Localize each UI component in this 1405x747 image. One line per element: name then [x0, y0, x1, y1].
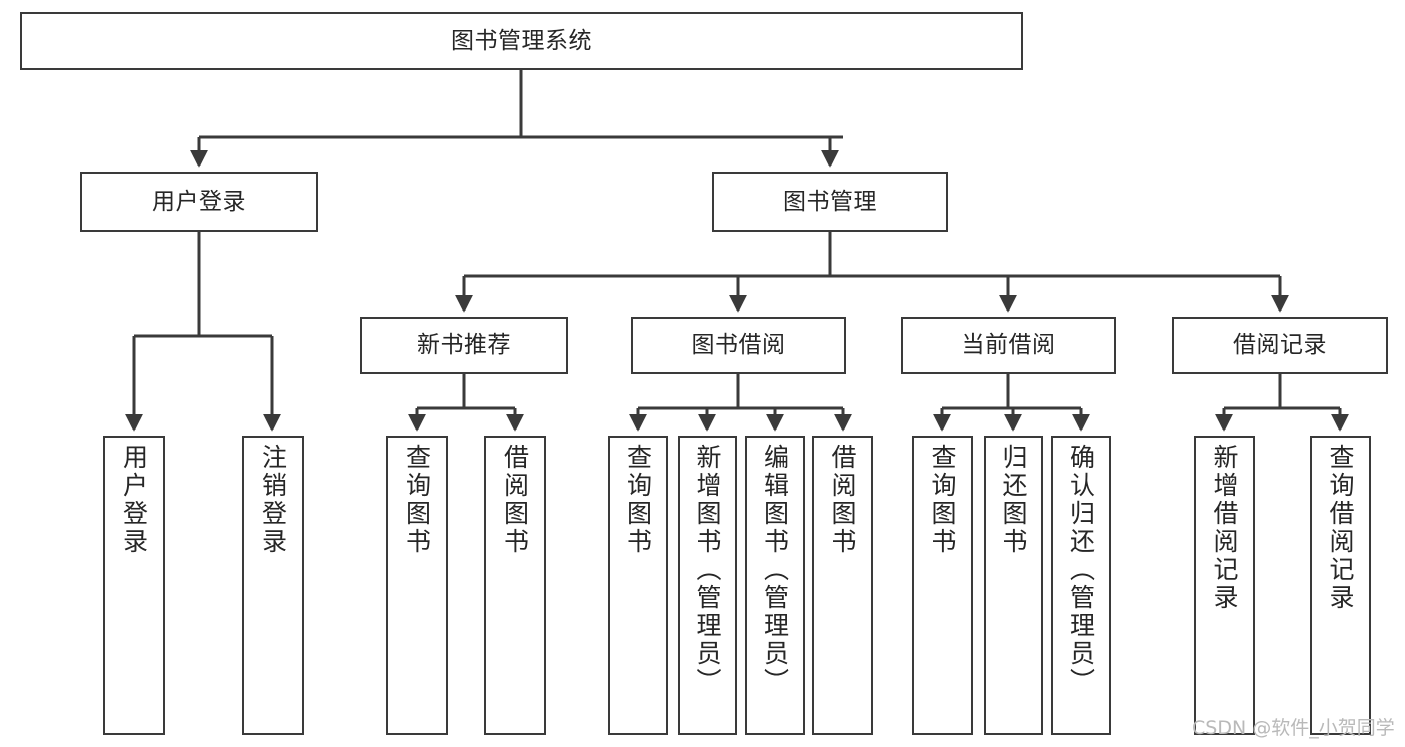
leaf-query-book-1[interactable]: 查询图书 — [386, 436, 448, 735]
leaf-user-logout[interactable]: 注销登录 — [242, 436, 304, 735]
leaf-query-borrow-record-label: 查询借阅记录 — [1326, 444, 1355, 612]
leaf-query-book-3[interactable]: 查询图书 — [912, 436, 973, 735]
node-root[interactable]: 图书管理系统 — [20, 12, 1023, 70]
leaf-user-login[interactable]: 用户登录 — [103, 436, 165, 735]
leaf-confirm-return-admin-label: 确认归还（管理员） — [1066, 444, 1096, 696]
node-borrow-record[interactable]: 借阅记录 — [1172, 317, 1388, 374]
leaf-add-book-admin-label: 新增图书（管理员） — [693, 444, 722, 696]
leaf-user-login-label: 用户登录 — [119, 444, 149, 556]
node-book-borrow[interactable]: 图书借阅 — [631, 317, 846, 374]
leaf-return-book[interactable]: 归还图书 — [984, 436, 1043, 735]
leaf-borrow-book-1-label: 借阅图书 — [500, 444, 530, 556]
leaf-query-book-1-label: 查询图书 — [402, 444, 432, 556]
leaf-edit-book-admin[interactable]: 编辑图书（管理员） — [745, 436, 805, 735]
node-new-book-recommend[interactable]: 新书推荐 — [360, 317, 568, 374]
leaf-borrow-book-2-label: 借阅图书 — [828, 444, 857, 556]
leaf-add-book-admin[interactable]: 新增图书（管理员） — [678, 436, 737, 735]
leaf-confirm-return-admin[interactable]: 确认归还（管理员） — [1051, 436, 1111, 735]
leaf-query-book-2[interactable]: 查询图书 — [608, 436, 668, 735]
leaf-query-book-2-label: 查询图书 — [623, 444, 653, 556]
node-book-manage-label: 图书管理 — [783, 188, 877, 215]
node-book-borrow-label: 图书借阅 — [691, 332, 786, 359]
watermark-text: CSDN @软件_小贺同学 — [1192, 717, 1395, 739]
node-borrow-record-label: 借阅记录 — [1233, 332, 1327, 359]
leaf-user-logout-label: 注销登录 — [258, 444, 288, 556]
leaf-add-borrow-record[interactable]: 新增借阅记录 — [1194, 436, 1255, 735]
leaf-add-borrow-record-label: 新增借阅记录 — [1210, 444, 1239, 612]
leaf-borrow-book-2[interactable]: 借阅图书 — [812, 436, 873, 735]
leaf-edit-book-admin-label: 编辑图书（管理员） — [760, 444, 790, 696]
node-current-borrow-label: 当前借阅 — [961, 332, 1056, 359]
leaf-return-book-label: 归还图书 — [999, 444, 1028, 556]
leaf-borrow-book-1[interactable]: 借阅图书 — [484, 436, 546, 735]
node-book-manage[interactable]: 图书管理 — [712, 172, 948, 232]
node-user-login[interactable]: 用户登录 — [80, 172, 318, 232]
leaf-query-borrow-record[interactable]: 查询借阅记录 — [1310, 436, 1371, 735]
node-new-book-recommend-label: 新书推荐 — [417, 332, 511, 359]
node-user-login-label: 用户登录 — [152, 188, 246, 215]
node-root-label: 图书管理系统 — [451, 27, 592, 54]
leaf-query-book-3-label: 查询图书 — [928, 444, 957, 556]
node-current-borrow[interactable]: 当前借阅 — [901, 317, 1116, 374]
